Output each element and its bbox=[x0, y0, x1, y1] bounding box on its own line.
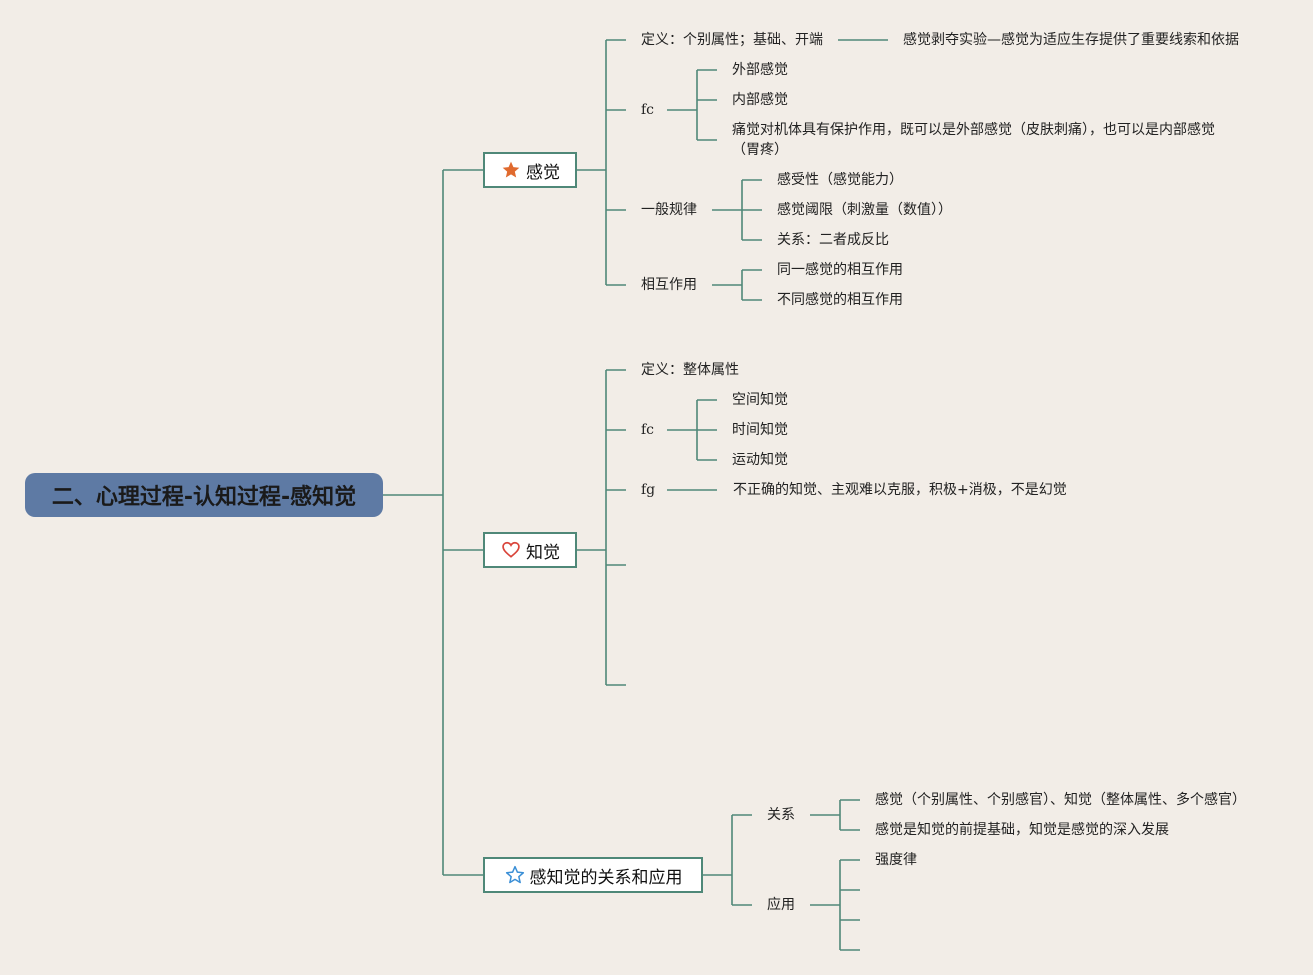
sensation-general-rules[interactable]: 一般规律 bbox=[641, 202, 697, 218]
general-rules-item[interactable]: 感觉阈限（刺激量（数值）） bbox=[777, 202, 952, 218]
branch-relation-application[interactable]: 感知觉的关系和应用 bbox=[483, 857, 703, 893]
sensation-definition[interactable]: 定义：个别属性；基础、开端 bbox=[641, 32, 823, 48]
application-topic[interactable]: 应用 bbox=[767, 897, 795, 913]
heart-outline-icon bbox=[500, 539, 522, 561]
perception-fc-item[interactable]: 空间知觉 bbox=[732, 392, 788, 408]
interaction-item[interactable]: 不同感觉的相互作用 bbox=[777, 292, 903, 308]
relation-item[interactable]: 感觉是知觉的前提基础，知觉是感觉的深入发展 bbox=[875, 822, 1169, 838]
perception-fg[interactable]: fg bbox=[641, 482, 656, 498]
branch-sensation[interactable]: 感觉 bbox=[483, 152, 577, 188]
sensation-definition-note[interactable]: 感觉剥夺实验—感觉为适应生存提供了重要线索和依据 bbox=[903, 32, 1239, 48]
branch-perception-label: 知觉 bbox=[526, 542, 560, 563]
sensation-fc-item[interactable]: 痛觉对机体具有保护作用，既可以是外部感觉（皮肤刺痛），也可以是内部感觉（胃疼） bbox=[732, 122, 1215, 158]
relation-item[interactable]: 感觉（个别属性、个别感官）、知觉（整体属性、多个感官） bbox=[875, 792, 1246, 808]
star-icon bbox=[500, 159, 522, 181]
application-item[interactable]: 强度律 bbox=[875, 852, 917, 868]
relation-topic[interactable]: 关系 bbox=[767, 807, 795, 823]
interaction-item[interactable]: 同一感觉的相互作用 bbox=[777, 262, 903, 278]
sensation-fc[interactable]: fc bbox=[641, 102, 655, 118]
star-outline-icon bbox=[504, 864, 526, 886]
perception-fc-item[interactable]: 时间知觉 bbox=[732, 422, 788, 438]
branch-sensation-label: 感觉 bbox=[526, 162, 560, 183]
branch-perception[interactable]: 知觉 bbox=[483, 532, 577, 568]
perception-fc[interactable]: fc bbox=[641, 422, 655, 438]
general-rules-item[interactable]: 感受性（感觉能力） bbox=[777, 172, 903, 188]
general-rules-item[interactable]: 关系：二者成反比 bbox=[777, 232, 889, 248]
sensation-fc-item[interactable]: 外部感觉 bbox=[732, 62, 788, 78]
root-topic[interactable]: 二、心理过程-认知过程-感知觉 bbox=[25, 473, 383, 517]
perception-fc-item[interactable]: 运动知觉 bbox=[732, 452, 788, 468]
root-topic-label: 二、心理过程-认知过程-感知觉 bbox=[51, 485, 357, 510]
perception-definition[interactable]: 定义：整体属性 bbox=[641, 362, 739, 378]
branch-relation-application-label: 感知觉的关系和应用 bbox=[529, 867, 683, 888]
sensation-fc-item[interactable]: 内部感觉 bbox=[732, 92, 788, 108]
sensation-interaction[interactable]: 相互作用 bbox=[641, 277, 697, 293]
perception-fg-item[interactable]: 不正确的知觉、主观难以克服，积极+消极，不是幻觉 bbox=[733, 482, 1067, 498]
